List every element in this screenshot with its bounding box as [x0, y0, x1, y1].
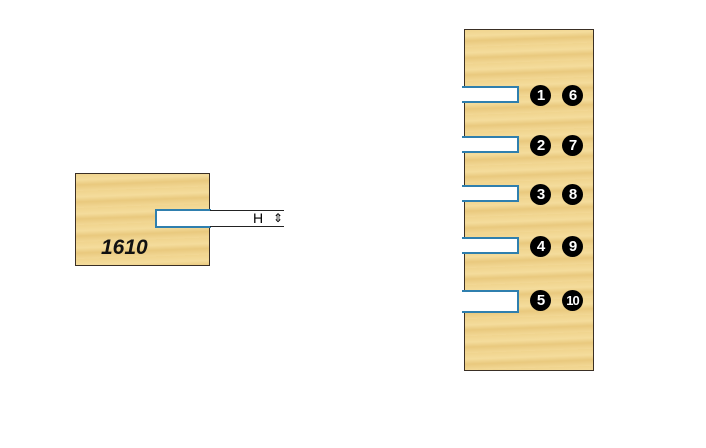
profile-groove	[155, 209, 211, 228]
position-8: 8	[562, 184, 583, 205]
groove-4	[462, 237, 519, 254]
groove-3	[462, 185, 519, 202]
groove-1	[462, 86, 519, 103]
dimension-line-bottom	[210, 226, 284, 227]
groove-2	[462, 136, 519, 153]
position-1: 1	[530, 85, 551, 106]
position-6: 6	[562, 85, 583, 106]
position-7: 7	[562, 135, 583, 156]
position-2: 2	[530, 135, 551, 156]
double-arrow-icon: ⇕	[273, 211, 284, 225]
profile-code: 1610	[101, 236, 148, 259]
position-5: 5	[530, 290, 551, 311]
dimension-line-top	[210, 210, 284, 211]
dimension-label: H	[253, 210, 264, 226]
groove-5	[462, 290, 519, 313]
position-9: 9	[562, 236, 583, 257]
position-4: 4	[530, 236, 551, 257]
position-10: 10	[562, 290, 583, 311]
position-3: 3	[530, 184, 551, 205]
